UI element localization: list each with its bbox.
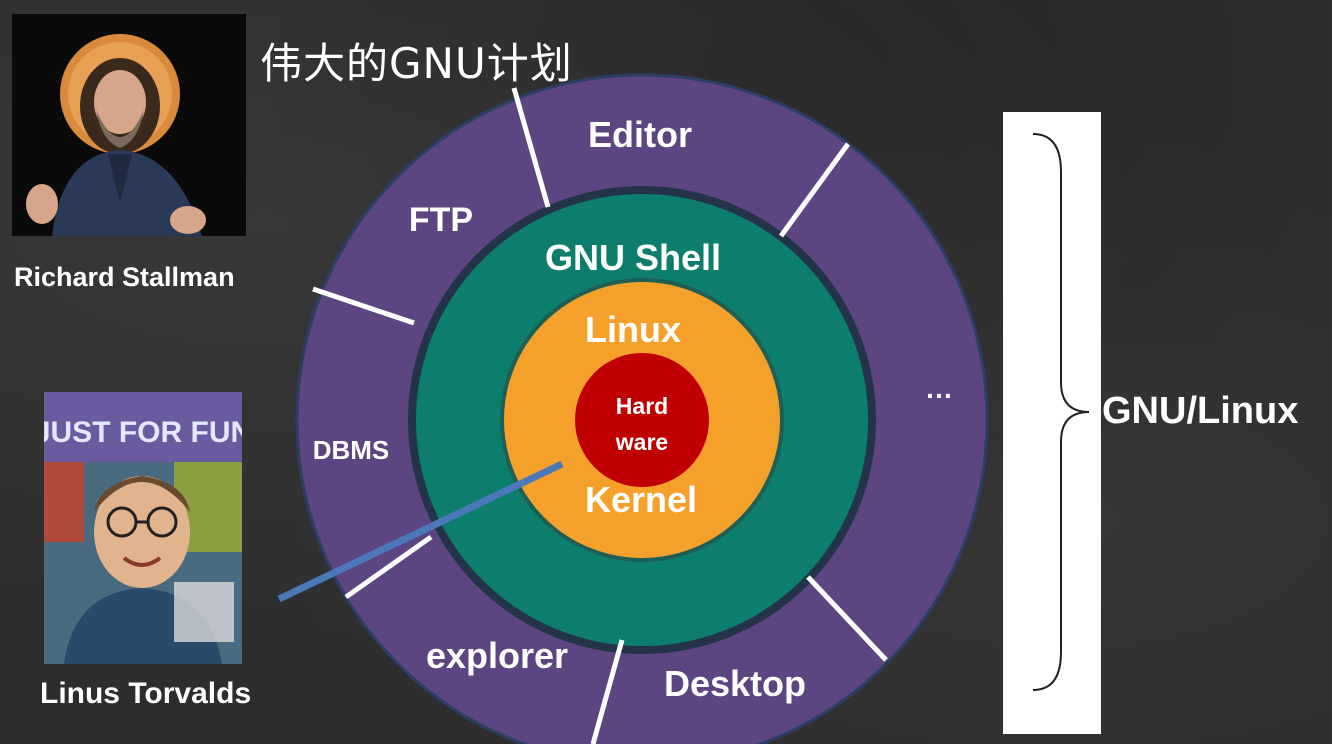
curly-brace [1032,133,1090,691]
label-ftp: FTP [409,201,473,239]
hardware-core [575,353,709,487]
label-editor: Editor [588,114,692,155]
book-title-text: JUST FOR FUN [44,416,242,449]
label-gnu-shell: GNU Shell [545,237,721,278]
bracket-panel [1003,112,1101,734]
label-explorer: explorer [426,635,568,676]
stallman-name: Richard Stallman [14,262,235,292]
gnu-plan-title: 伟大的GNU计划 [260,39,573,88]
divider-line [312,286,415,326]
label-linux: Linux [585,309,681,350]
gnu-linux-label: GNU/Linux [1102,390,1299,432]
torvalds-name: Linus Torvalds [40,677,252,710]
divider-line [511,87,551,208]
label-hardware-line2: ware [615,429,668,455]
label-more: … [925,373,953,404]
divider-line [590,639,625,744]
stallman-photo [12,14,246,236]
divider-line [778,142,851,238]
label-kernel: Kernel [585,479,697,520]
divider-line [344,534,433,600]
divider-line [806,575,888,662]
label-dbms: DBMS [313,435,390,465]
label-desktop: Desktop [664,663,806,704]
label-hardware-line1: Hard [616,393,668,419]
pointer-line [277,460,564,603]
torvalds-book-photo: JUST FOR FUN [44,392,242,664]
